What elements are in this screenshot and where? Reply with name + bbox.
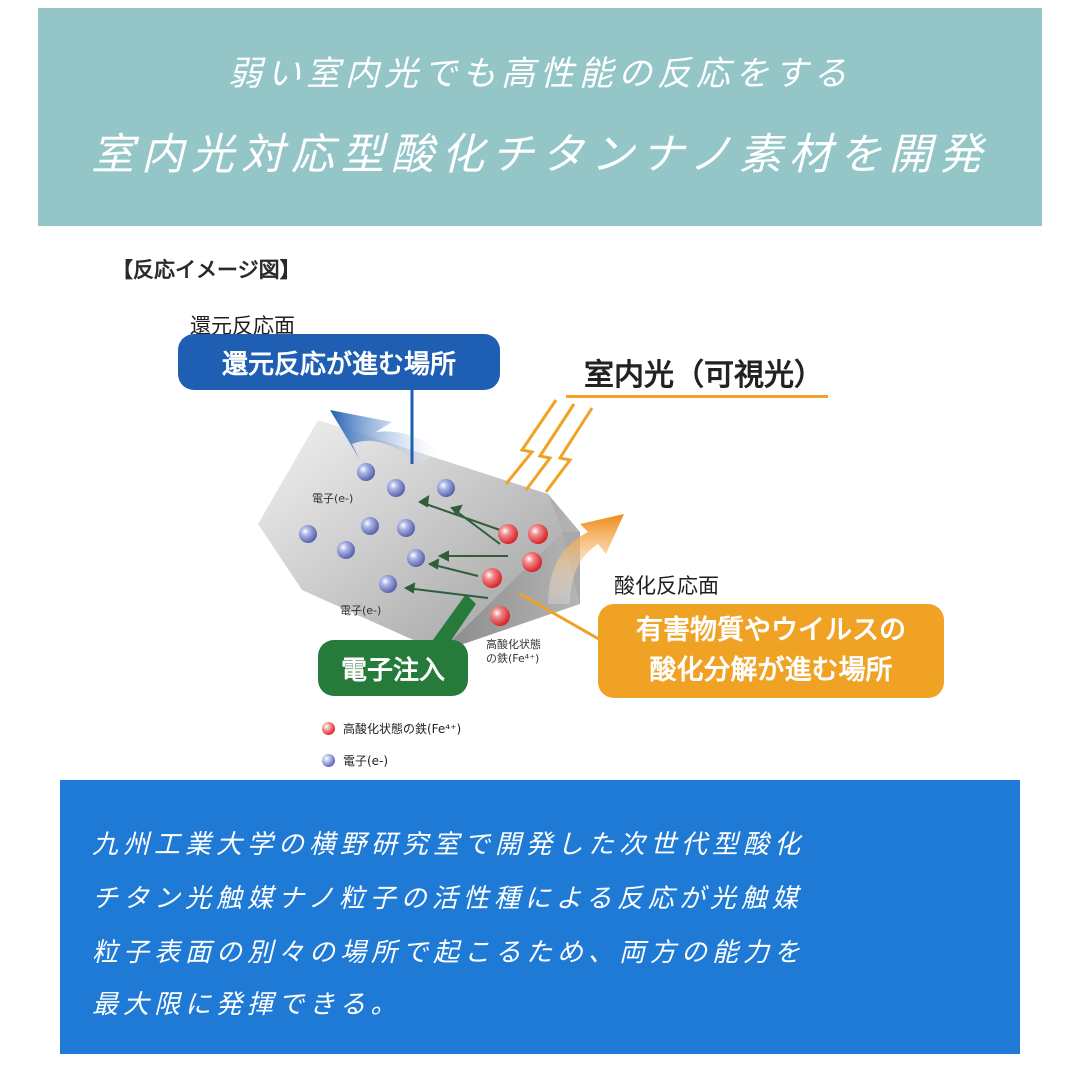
iron-label-line2: の鉄(Fe⁴⁺)	[486, 652, 540, 665]
electron-injection-pill: 電子注入	[318, 640, 468, 696]
legend-iron: 高酸化状態の鉄(Fe⁴⁺)	[322, 720, 461, 737]
legend-electron: 電子(e-)	[322, 752, 388, 769]
iron-particles	[482, 524, 548, 626]
description-line: 九州工業大学の横野研究室で開発した次世代型酸化	[92, 830, 806, 860]
electron-label-lower: 電子(e-)	[340, 604, 382, 617]
electron-particles	[299, 463, 455, 593]
blue-dot-icon	[322, 754, 335, 767]
electron-flow-arrows	[403, 495, 508, 599]
diagram-illustration	[258, 382, 624, 652]
indoor-light-label: 室内光（可視光）	[584, 358, 824, 393]
oxidation-pointer	[519, 592, 605, 644]
description-line: 粒子表面の別々の場所で起こるため、両方の能力を	[92, 938, 806, 968]
diagram-heading: 【反応イメージ図】	[112, 257, 301, 282]
electron-label-upper: 電子(e-)	[312, 492, 354, 505]
description-line: チタン光触媒ナノ粒子の活性種による反応が光触媒	[92, 884, 803, 914]
oxidation-pill-line1: 有害物質やウイルスの	[636, 615, 906, 646]
legend-electron-label: 電子(e-)	[343, 754, 389, 768]
description-line: 最大限に発揮できる。	[92, 990, 402, 1020]
light-rays-icon	[504, 399, 594, 493]
oxidation-face-label: 酸化反応面	[614, 574, 719, 598]
injection-pointer	[430, 594, 476, 648]
iron-label: 高酸化状態 の鉄(Fe⁴⁺)	[486, 638, 541, 666]
legend-iron-label: 高酸化状態の鉄(Fe⁴⁺)	[343, 722, 462, 736]
header-title: 室内光対応型酸化チタンナノ素材を開発	[91, 130, 989, 180]
description-box	[60, 780, 1020, 1054]
red-dot-icon	[322, 722, 335, 735]
indoor-light-underline	[566, 395, 828, 398]
iron-label-line1: 高酸化状態	[486, 638, 541, 651]
header-subtitle: 弱い室内光でも高性能の反応をする	[228, 54, 852, 94]
oxidation-pill-line2: 酸化分解が進む場所	[649, 655, 893, 686]
reduction-pill: 還元反応が進む場所	[178, 334, 500, 390]
reaction-diagram: 【反応イメージ図】 還元反応面 還元反応が進む場所 室内光（可視光） 酸化反応面…	[0, 232, 1080, 780]
oxidation-pill: 有害物質やウイルスの 酸化分解が進む場所	[598, 604, 944, 698]
oxidation-arrow-icon	[548, 514, 624, 604]
header-banner: 弱い室内光でも高性能の反応をする 室内光対応型酸化チタンナノ素材を開発	[38, 8, 1042, 226]
